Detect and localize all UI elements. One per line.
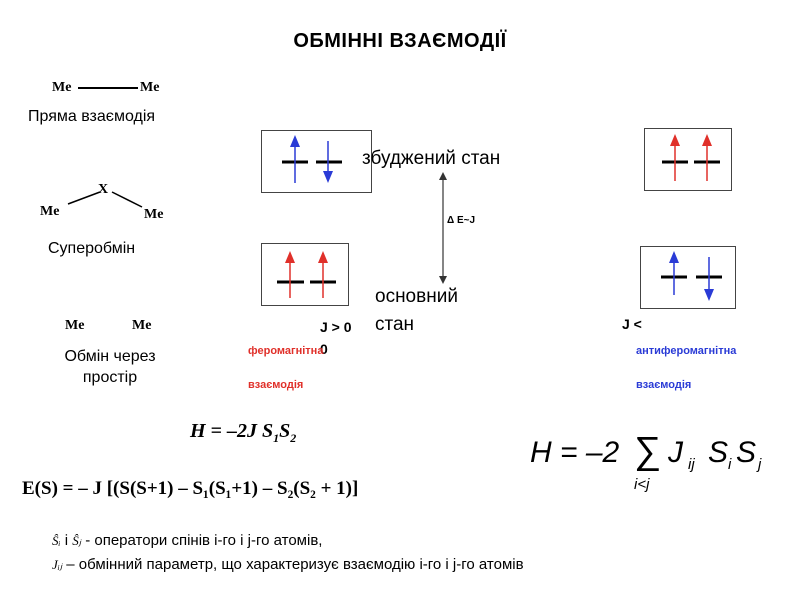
superexchange-bonds — [67, 191, 143, 208]
antiferro-interaction-line2: взаємодія — [636, 379, 692, 391]
hamiltonian-small: H = –2J S1S2 — [190, 420, 296, 446]
antiferro-excited-box — [644, 128, 732, 191]
direct-exchange-label: Пряма взаємодія — [28, 108, 156, 125]
big-i: i — [728, 456, 732, 473]
ferro-interaction-label: феромагнітна взаємодія — [248, 334, 323, 402]
atom-me-right: Me — [140, 80, 160, 95]
superexchange-label: Суперобмін — [48, 240, 136, 257]
note-line-2: Jᵢⱼ – обмінний параметр, що характеризує… — [52, 556, 524, 573]
excited-state-label: збуджений стан — [362, 148, 501, 169]
through-space-label-line2: простір — [82, 369, 138, 386]
big-sum-sub: i<j — [634, 476, 650, 493]
through-space-label: Обмін через простір — [40, 346, 180, 388]
ground-state-line1: основний — [375, 286, 458, 307]
big-Sj: S — [736, 436, 757, 469]
note-and: і — [64, 532, 69, 549]
hamiltonian-s: S — [279, 420, 291, 442]
atom-me-right: Me — [144, 207, 164, 222]
note-sym-jij: Jᵢⱼ — [52, 557, 63, 572]
ferro-excited-box — [261, 130, 372, 193]
note-text-1: - оператори спінів і-го і j-го атомів, — [85, 532, 323, 549]
ferro-interaction-line2: взаємодія — [248, 379, 304, 391]
antiferro-ground-box — [640, 246, 736, 309]
atom-me-left-space: Me — [65, 318, 85, 333]
big-lhs: H = –2 — [530, 436, 620, 469]
ferro-ground-box — [261, 243, 349, 306]
atom-me-right-space: Me — [132, 318, 152, 333]
note-sym-sj: Ŝⱼ — [72, 533, 82, 548]
ferro-interaction-line1: феромагнітна — [248, 345, 324, 357]
big-ij: ij — [688, 456, 695, 473]
atom-me-left: Me — [40, 204, 60, 219]
ground-state-line2: стан — [375, 314, 415, 335]
hamiltonian-main: H = –2J S — [190, 420, 274, 442]
direct-exchange-diagram: Me Me — [52, 78, 182, 98]
big-sum: ∑ — [634, 430, 662, 472]
antiferro-excited-spins — [662, 134, 720, 181]
antiferro-interaction-label: антиферомагнітна взаємодія — [636, 334, 736, 402]
antiferro-interaction-line1: антиферомагнітна — [636, 345, 737, 357]
ferro-condition: J > 0 0 — [320, 316, 352, 360]
big-J: J — [668, 436, 683, 469]
superexchange-diagram: X Me Me — [40, 182, 180, 227]
page-title: ОБМІННІ ВЗАЄМОДІЇ — [293, 30, 507, 52]
ferro-excited-spins — [282, 135, 342, 183]
antiferro-ground-spins — [661, 251, 722, 301]
note-text-2: – обмінний параметр, що характеризує вза… — [66, 556, 524, 573]
antiferro-condition: J < — [622, 316, 642, 332]
note-line-1: Ŝᵢ і Ŝⱼ - оператори спінів і-го і j-го а… — [52, 532, 322, 549]
hamiltonian-big: H = –2 ∑ i<j J ij S i S j — [530, 430, 790, 500]
big-j: j — [758, 456, 762, 473]
ferro-condition-line2: 0 — [320, 341, 328, 357]
atom-me-left: Me — [52, 80, 72, 95]
hamiltonian-sub2: 2 — [290, 431, 297, 445]
atom-x: X — [98, 182, 109, 197]
energy-formula: E(S) = – J [(S(S+1) – S₁(S₁+1) – S₂(S₂ +… — [22, 478, 359, 499]
ground-state-label: основний стан — [375, 283, 458, 339]
hamiltonian-sub1: 1 — [273, 431, 280, 445]
note-sym-si: Ŝᵢ — [52, 533, 61, 548]
big-Si: S — [708, 436, 729, 469]
energy-gap-arrow — [439, 172, 447, 284]
through-space-label-line1: Обмін через — [64, 348, 156, 365]
ferro-ground-spins — [277, 251, 336, 298]
ferro-condition-line1: J > 0 — [320, 319, 352, 335]
energy-gap-label: Δ E~J — [447, 215, 476, 226]
bond-line — [78, 87, 138, 89]
